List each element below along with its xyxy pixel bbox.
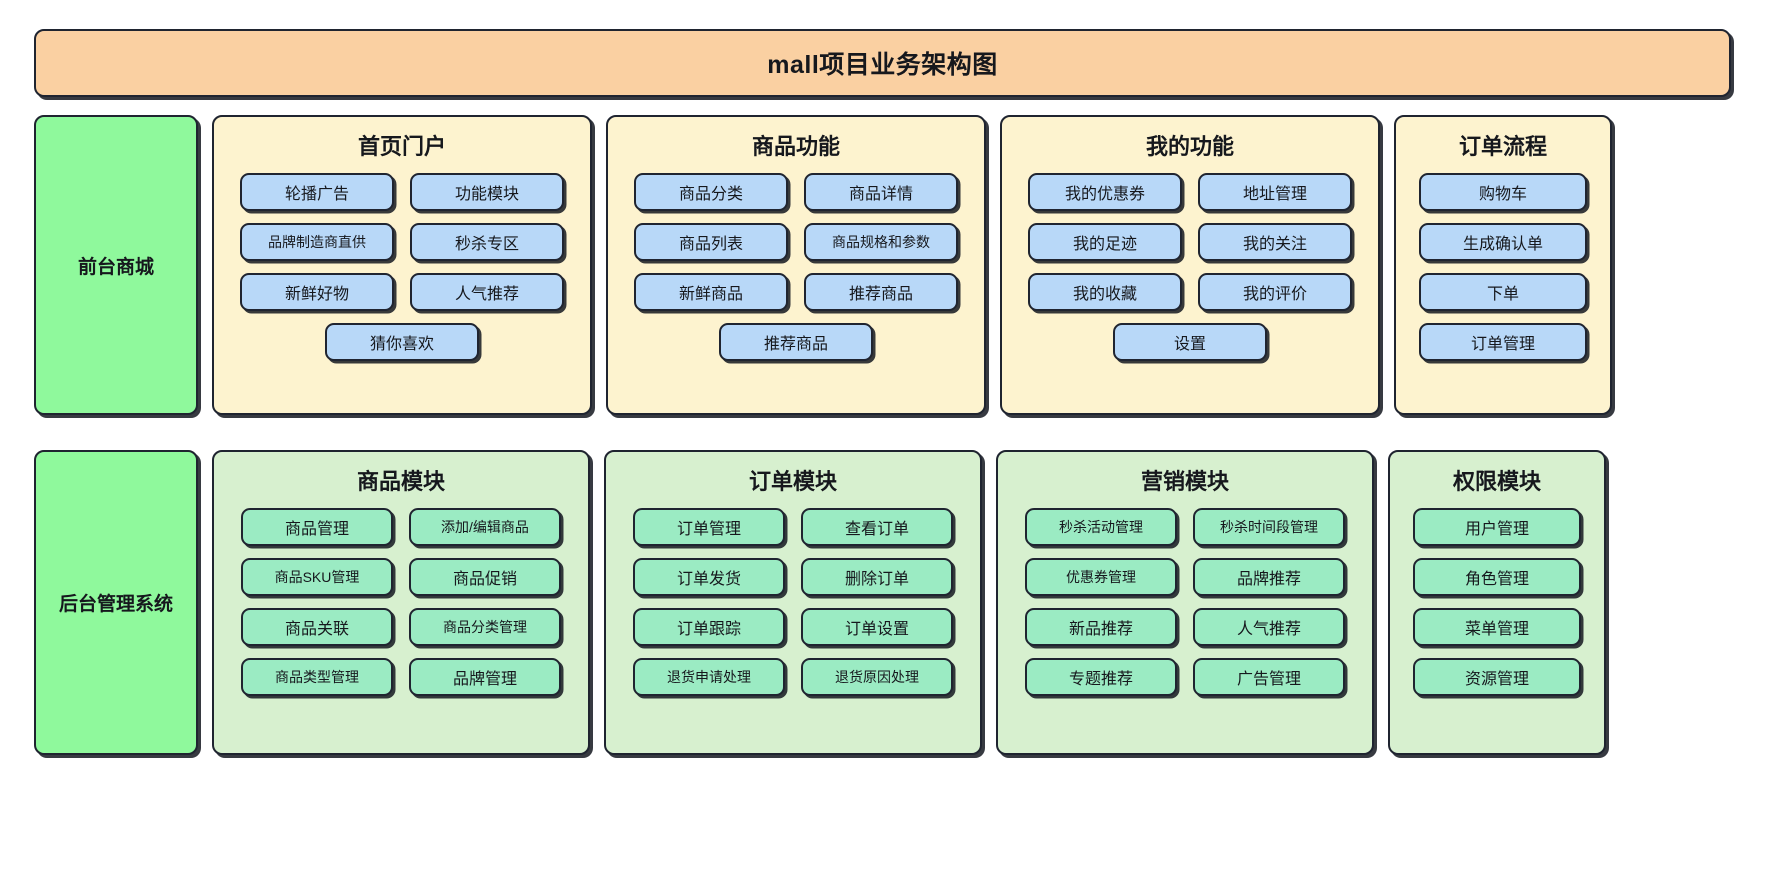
group-my-features-title: 我的功能 bbox=[1145, 134, 1234, 159]
group-order-module: 订单模块 订单管理 查看订单 订单发货 删除订单 订单跟踪 订单设置 退货申请处… bbox=[604, 450, 982, 755]
item-add-edit-product[interactable]: 添加/编辑商品 bbox=[409, 508, 561, 547]
item-brand-direct[interactable]: 品牌制造商直供 bbox=[240, 223, 394, 262]
item-brand-mgmt[interactable]: 品牌管理 bbox=[409, 658, 561, 697]
item-coupon-mgmt[interactable]: 优惠券管理 bbox=[1025, 558, 1177, 597]
group-my-features: 我的功能 我的优惠券 地址管理 我的足迹 我的关注 我的收藏 我的评价 设置 bbox=[1000, 115, 1380, 415]
item-my-favorites[interactable]: 我的收藏 bbox=[1028, 273, 1182, 312]
item-brand-recommend[interactable]: 品牌推荐 bbox=[1193, 558, 1345, 597]
group-marketing-module: 营销模块 秒杀活动管理 秒杀时间段管理 优惠券管理 品牌推荐 新品推荐 人气推荐… bbox=[996, 450, 1374, 755]
group-product-features: 商品功能 商品分类 商品详情 商品列表 商品规格和参数 新鲜商品 推荐商品 推荐… bbox=[606, 115, 986, 415]
item-my-footprint[interactable]: 我的足迹 bbox=[1028, 223, 1182, 262]
item-product-cat-mgmt[interactable]: 商品分类管理 bbox=[409, 608, 561, 647]
item-settings[interactable]: 设置 bbox=[1113, 323, 1267, 362]
item-carousel-ad[interactable]: 轮播广告 bbox=[240, 173, 394, 212]
item-role-mgmt[interactable]: 角色管理 bbox=[1413, 558, 1581, 597]
group-order-flow-title: 订单流程 bbox=[1458, 134, 1547, 159]
group-permission-module-items: 用户管理 角色管理 菜单管理 资源管理 bbox=[1404, 508, 1590, 697]
item-flash-time-mgmt[interactable]: 秒杀时间段管理 bbox=[1193, 508, 1345, 547]
group-permission-module-title: 权限模块 bbox=[1452, 469, 1541, 494]
item-shopping-cart[interactable]: 购物车 bbox=[1419, 173, 1587, 212]
item-return-request[interactable]: 退货申请处理 bbox=[633, 658, 785, 697]
group-product-module: 商品模块 商品管理 添加/编辑商品 商品SKU管理 商品促销 商品关联 商品分类… bbox=[212, 450, 590, 755]
item-resource-mgmt[interactable]: 资源管理 bbox=[1413, 658, 1581, 697]
group-home-portal-title: 首页门户 bbox=[357, 134, 446, 159]
row-label-front-office-text: 前台商城 bbox=[77, 256, 154, 278]
item-my-reviews[interactable]: 我的评价 bbox=[1198, 273, 1352, 312]
row-label-admin-system-text: 后台管理系统 bbox=[58, 594, 173, 615]
group-permission-module: 权限模块 用户管理 角色管理 菜单管理 资源管理 bbox=[1388, 450, 1606, 755]
item-product-list[interactable]: 商品列表 bbox=[634, 223, 788, 262]
row-label-admin-system: 后台管理系统 bbox=[34, 450, 198, 755]
item-function-module[interactable]: 功能模块 bbox=[410, 173, 564, 212]
item-place-order[interactable]: 下单 bbox=[1419, 273, 1587, 312]
group-product-module-items: 商品管理 添加/编辑商品 商品SKU管理 商品促销 商品关联 商品分类管理 商品… bbox=[228, 508, 574, 697]
item-delete-order[interactable]: 删除订单 bbox=[801, 558, 953, 597]
item-order-shipping[interactable]: 订单发货 bbox=[633, 558, 785, 597]
group-home-portal-items: 轮播广告 功能模块 品牌制造商直供 秒杀专区 新鲜好物 人气推荐 猜你喜欢 bbox=[228, 173, 576, 362]
item-product-specs[interactable]: 商品规格和参数 bbox=[804, 223, 958, 262]
item-product-category[interactable]: 商品分类 bbox=[634, 173, 788, 212]
item-product-mgmt[interactable]: 商品管理 bbox=[241, 508, 393, 547]
item-menu-mgmt[interactable]: 菜单管理 bbox=[1413, 608, 1581, 647]
diagram-title-banner: mall项目业务架构图 bbox=[34, 29, 1731, 97]
item-generate-confirm[interactable]: 生成确认单 bbox=[1419, 223, 1587, 262]
item-fresh-goods[interactable]: 新鲜好物 bbox=[240, 273, 394, 312]
item-flash-sale-zone[interactable]: 秒杀专区 bbox=[410, 223, 564, 262]
item-recommended-product-2[interactable]: 推荐商品 bbox=[719, 323, 873, 362]
item-view-order[interactable]: 查看订单 bbox=[801, 508, 953, 547]
group-product-features-items: 商品分类 商品详情 商品列表 商品规格和参数 新鲜商品 推荐商品 推荐商品 bbox=[622, 173, 970, 362]
item-product-detail[interactable]: 商品详情 bbox=[804, 173, 958, 212]
item-popular-recommend-admin[interactable]: 人气推荐 bbox=[1193, 608, 1345, 647]
group-order-flow: 订单流程 购物车 生成确认单 下单 订单管理 bbox=[1394, 115, 1612, 415]
item-fresh-product[interactable]: 新鲜商品 bbox=[634, 273, 788, 312]
group-product-features-title: 商品功能 bbox=[751, 134, 840, 159]
item-topic-recommend[interactable]: 专题推荐 bbox=[1025, 658, 1177, 697]
row-front-office: 前台商城 首页门户 轮播广告 功能模块 品牌制造商直供 秒杀专区 新鲜好物 人气… bbox=[34, 115, 1612, 415]
row-label-front-office: 前台商城 bbox=[34, 115, 198, 415]
item-order-settings[interactable]: 订单设置 bbox=[801, 608, 953, 647]
item-flash-sale-mgmt[interactable]: 秒杀活动管理 bbox=[1025, 508, 1177, 547]
item-new-product-recommend[interactable]: 新品推荐 bbox=[1025, 608, 1177, 647]
item-product-sku-mgmt[interactable]: 商品SKU管理 bbox=[241, 558, 393, 597]
group-marketing-module-title: 营销模块 bbox=[1140, 469, 1229, 494]
item-order-tracking[interactable]: 订单跟踪 bbox=[633, 608, 785, 647]
item-product-promotion[interactable]: 商品促销 bbox=[409, 558, 561, 597]
group-marketing-module-items: 秒杀活动管理 秒杀时间段管理 优惠券管理 品牌推荐 新品推荐 人气推荐 专题推荐… bbox=[1012, 508, 1358, 697]
item-address-mgmt[interactable]: 地址管理 bbox=[1198, 173, 1352, 212]
item-my-coupons[interactable]: 我的优惠券 bbox=[1028, 173, 1182, 212]
item-product-relation[interactable]: 商品关联 bbox=[241, 608, 393, 647]
item-order-mgmt[interactable]: 订单管理 bbox=[633, 508, 785, 547]
row-admin-system: 后台管理系统 商品模块 商品管理 添加/编辑商品 商品SKU管理 商品促销 商品… bbox=[34, 450, 1606, 755]
item-recommended-product[interactable]: 推荐商品 bbox=[804, 273, 958, 312]
item-popular-recommend[interactable]: 人气推荐 bbox=[410, 273, 564, 312]
item-product-type-mgmt[interactable]: 商品类型管理 bbox=[241, 658, 393, 697]
group-my-features-items: 我的优惠券 地址管理 我的足迹 我的关注 我的收藏 我的评价 设置 bbox=[1016, 173, 1364, 362]
item-return-reason[interactable]: 退货原因处理 bbox=[801, 658, 953, 697]
item-my-follow[interactable]: 我的关注 bbox=[1198, 223, 1352, 262]
diagram-title: mall项目业务架构图 bbox=[767, 51, 998, 79]
item-order-management[interactable]: 订单管理 bbox=[1419, 323, 1587, 362]
group-order-flow-items: 购物车 生成确认单 下单 订单管理 bbox=[1410, 173, 1596, 362]
group-order-module-title: 订单模块 bbox=[748, 469, 837, 494]
group-order-module-items: 订单管理 查看订单 订单发货 删除订单 订单跟踪 订单设置 退货申请处理 退货原… bbox=[620, 508, 966, 697]
item-guess-you-like[interactable]: 猜你喜欢 bbox=[325, 323, 479, 362]
item-ad-mgmt[interactable]: 广告管理 bbox=[1193, 658, 1345, 697]
group-home-portal: 首页门户 轮播广告 功能模块 品牌制造商直供 秒杀专区 新鲜好物 人气推荐 猜你… bbox=[212, 115, 592, 415]
group-product-module-title: 商品模块 bbox=[356, 469, 445, 494]
item-user-mgmt[interactable]: 用户管理 bbox=[1413, 508, 1581, 547]
